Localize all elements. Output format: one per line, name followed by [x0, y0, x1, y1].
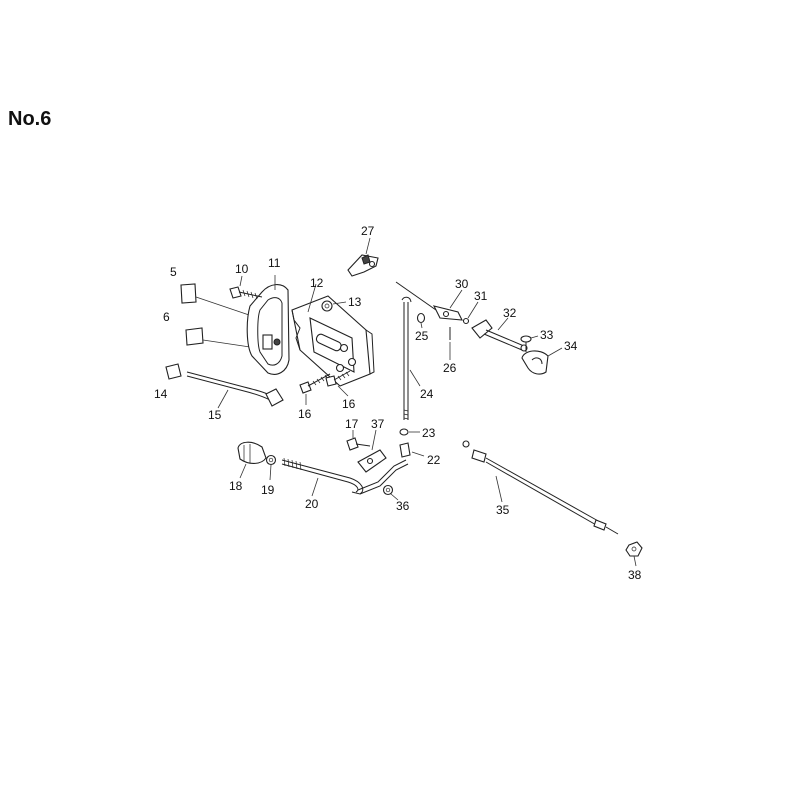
callout-35: 35 [496, 503, 510, 517]
callout-34: 34 [564, 339, 578, 353]
callout-5: 5 [170, 265, 177, 279]
part-22-joint [399, 442, 425, 458]
callout-37: 37 [371, 417, 385, 431]
part-36-nut [382, 484, 399, 501]
part-35-control-cable [462, 440, 619, 535]
part-38-nut [625, 541, 643, 567]
callout-33: 33 [540, 328, 554, 342]
callout-15: 15 [208, 408, 222, 422]
part-27-lever-block [347, 237, 379, 277]
part-25-washer [416, 312, 426, 329]
part-15-lever-rod [186, 371, 284, 409]
part-12-bracket-housing [291, 283, 375, 387]
part-33-screw [520, 335, 539, 352]
callout-31: 31 [474, 289, 488, 303]
callout-11: 11 [268, 256, 281, 270]
part-14-grip-end [165, 363, 182, 380]
part-10-bolt [229, 275, 263, 300]
callout-10: 10 [235, 262, 249, 276]
part-6-label-sticker [185, 327, 251, 348]
part-17-bolt [346, 430, 371, 451]
part-37-plate [357, 429, 387, 473]
part-18-knob [237, 441, 267, 479]
part-34-clamp [521, 347, 563, 375]
part-32-shaft [471, 317, 528, 352]
part-13-nut [321, 300, 347, 312]
callout-6: 6 [163, 310, 170, 324]
page-title: No.6 [8, 108, 52, 130]
callout-38: 38 [628, 568, 642, 582]
callout-16a: 16 [298, 407, 312, 421]
callout-26: 26 [443, 361, 457, 375]
callout-36: 36 [396, 499, 410, 513]
callout-13: 13 [348, 295, 362, 309]
part-31-washer [462, 301, 479, 325]
part-24-long-rod [401, 296, 421, 420]
callout-19: 19 [261, 483, 275, 497]
callout-32: 32 [503, 306, 517, 320]
callout-20: 20 [305, 497, 319, 511]
callout-18: 18 [229, 479, 243, 493]
callout-numbers: 5 6 10 11 12 13 14 15 16 16 17 18 19 20 … [154, 224, 642, 582]
callout-25: 25 [415, 329, 429, 343]
part-20-throttle-rod [281, 457, 409, 497]
part-16-bolt-b [325, 370, 351, 397]
part-5-label-sticker [180, 283, 253, 317]
callout-22: 22 [427, 453, 441, 467]
callout-27: 27 [361, 224, 375, 238]
callout-24: 24 [420, 387, 434, 401]
part-16-bolt-a [299, 373, 331, 405]
callout-16b: 16 [342, 397, 356, 411]
callout-14: 14 [154, 387, 168, 401]
callout-30: 30 [455, 277, 469, 291]
callout-17: 17 [345, 417, 359, 431]
callout-12: 12 [310, 276, 324, 290]
part-19-nut [265, 454, 277, 481]
part-30-lever-arm [395, 281, 463, 321]
part-11-front-cover [246, 275, 290, 375]
callout-23: 23 [422, 426, 436, 440]
part-23-nut [399, 428, 420, 436]
